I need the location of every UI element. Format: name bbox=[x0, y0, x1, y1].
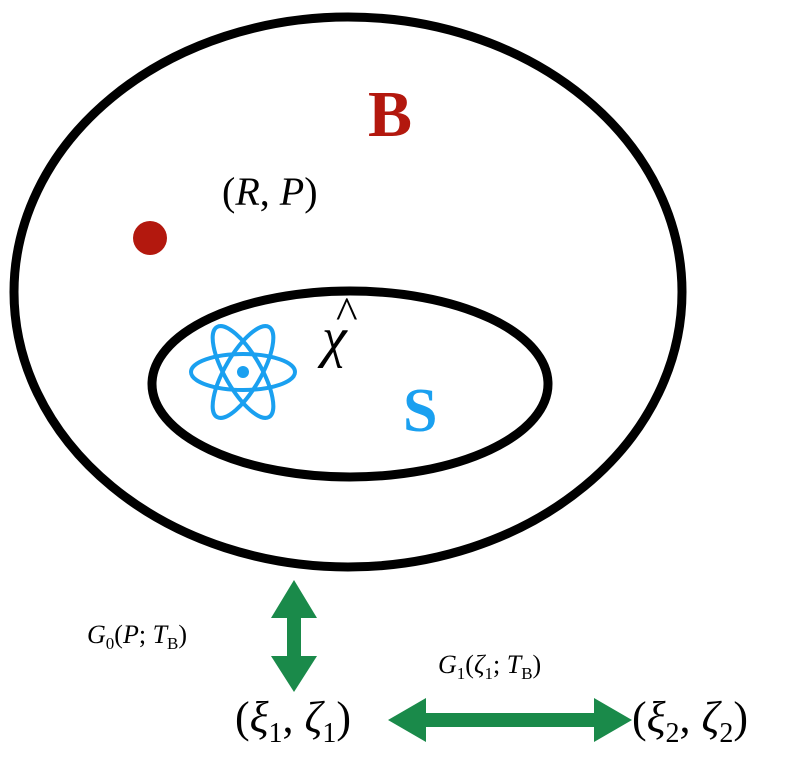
g0-sep: ; bbox=[138, 620, 153, 649]
g0-label: G0(P; TB) bbox=[87, 620, 188, 654]
c2-zetasub: 2 bbox=[719, 717, 734, 749]
g1-arg: ζ bbox=[473, 650, 485, 679]
c2-xi: ξ bbox=[646, 693, 666, 742]
g0-sub: 0 bbox=[105, 634, 115, 654]
rp-open: ( bbox=[222, 169, 236, 214]
g1-t: T bbox=[506, 650, 522, 679]
c2-xisub: 2 bbox=[665, 717, 680, 749]
rp-close: ) bbox=[304, 169, 318, 214]
c2-zeta: ζ bbox=[701, 693, 720, 742]
g1-sep: ; bbox=[492, 650, 507, 679]
c1-zeta: ζ bbox=[304, 693, 323, 742]
horizontal-double-arrow bbox=[388, 698, 632, 742]
coord-2-label: (ξ2, ζ2) bbox=[632, 693, 748, 749]
coord-1-label: (ξ1, ζ1) bbox=[235, 693, 351, 749]
system-ellipse bbox=[147, 286, 553, 482]
g1-tsub: B bbox=[521, 664, 533, 684]
g0-main: G bbox=[87, 620, 106, 649]
bath-ellipse bbox=[9, 12, 687, 572]
c1-xisub: 1 bbox=[268, 717, 283, 749]
chi-hat-accent: ^ bbox=[336, 287, 358, 338]
rp-p: P bbox=[279, 169, 305, 214]
c1-zetasub: 1 bbox=[322, 717, 337, 749]
chi-hat-label: ^ χ bbox=[322, 290, 366, 376]
g0-tsub: B bbox=[167, 634, 179, 654]
phase-point-dot bbox=[133, 221, 167, 255]
c1-xi: ξ bbox=[249, 693, 269, 742]
g1-main: G bbox=[438, 650, 457, 679]
rp-r: R bbox=[235, 169, 260, 214]
phase-point-label: (R, P) bbox=[222, 172, 318, 212]
chi-symbol: χ bbox=[322, 307, 347, 369]
atom-icon bbox=[189, 324, 297, 420]
g1-label: G1(ζ1; TB) bbox=[438, 650, 542, 684]
rp-sep: , bbox=[259, 169, 280, 214]
bath-label: B bbox=[368, 78, 413, 151]
system-label: S bbox=[403, 377, 438, 445]
vertical-double-arrow bbox=[271, 580, 317, 692]
g1-sub: 1 bbox=[456, 664, 466, 684]
g0-arg: P bbox=[122, 620, 139, 649]
g1-argsub: 1 bbox=[484, 664, 493, 684]
g0-t: T bbox=[152, 620, 168, 649]
